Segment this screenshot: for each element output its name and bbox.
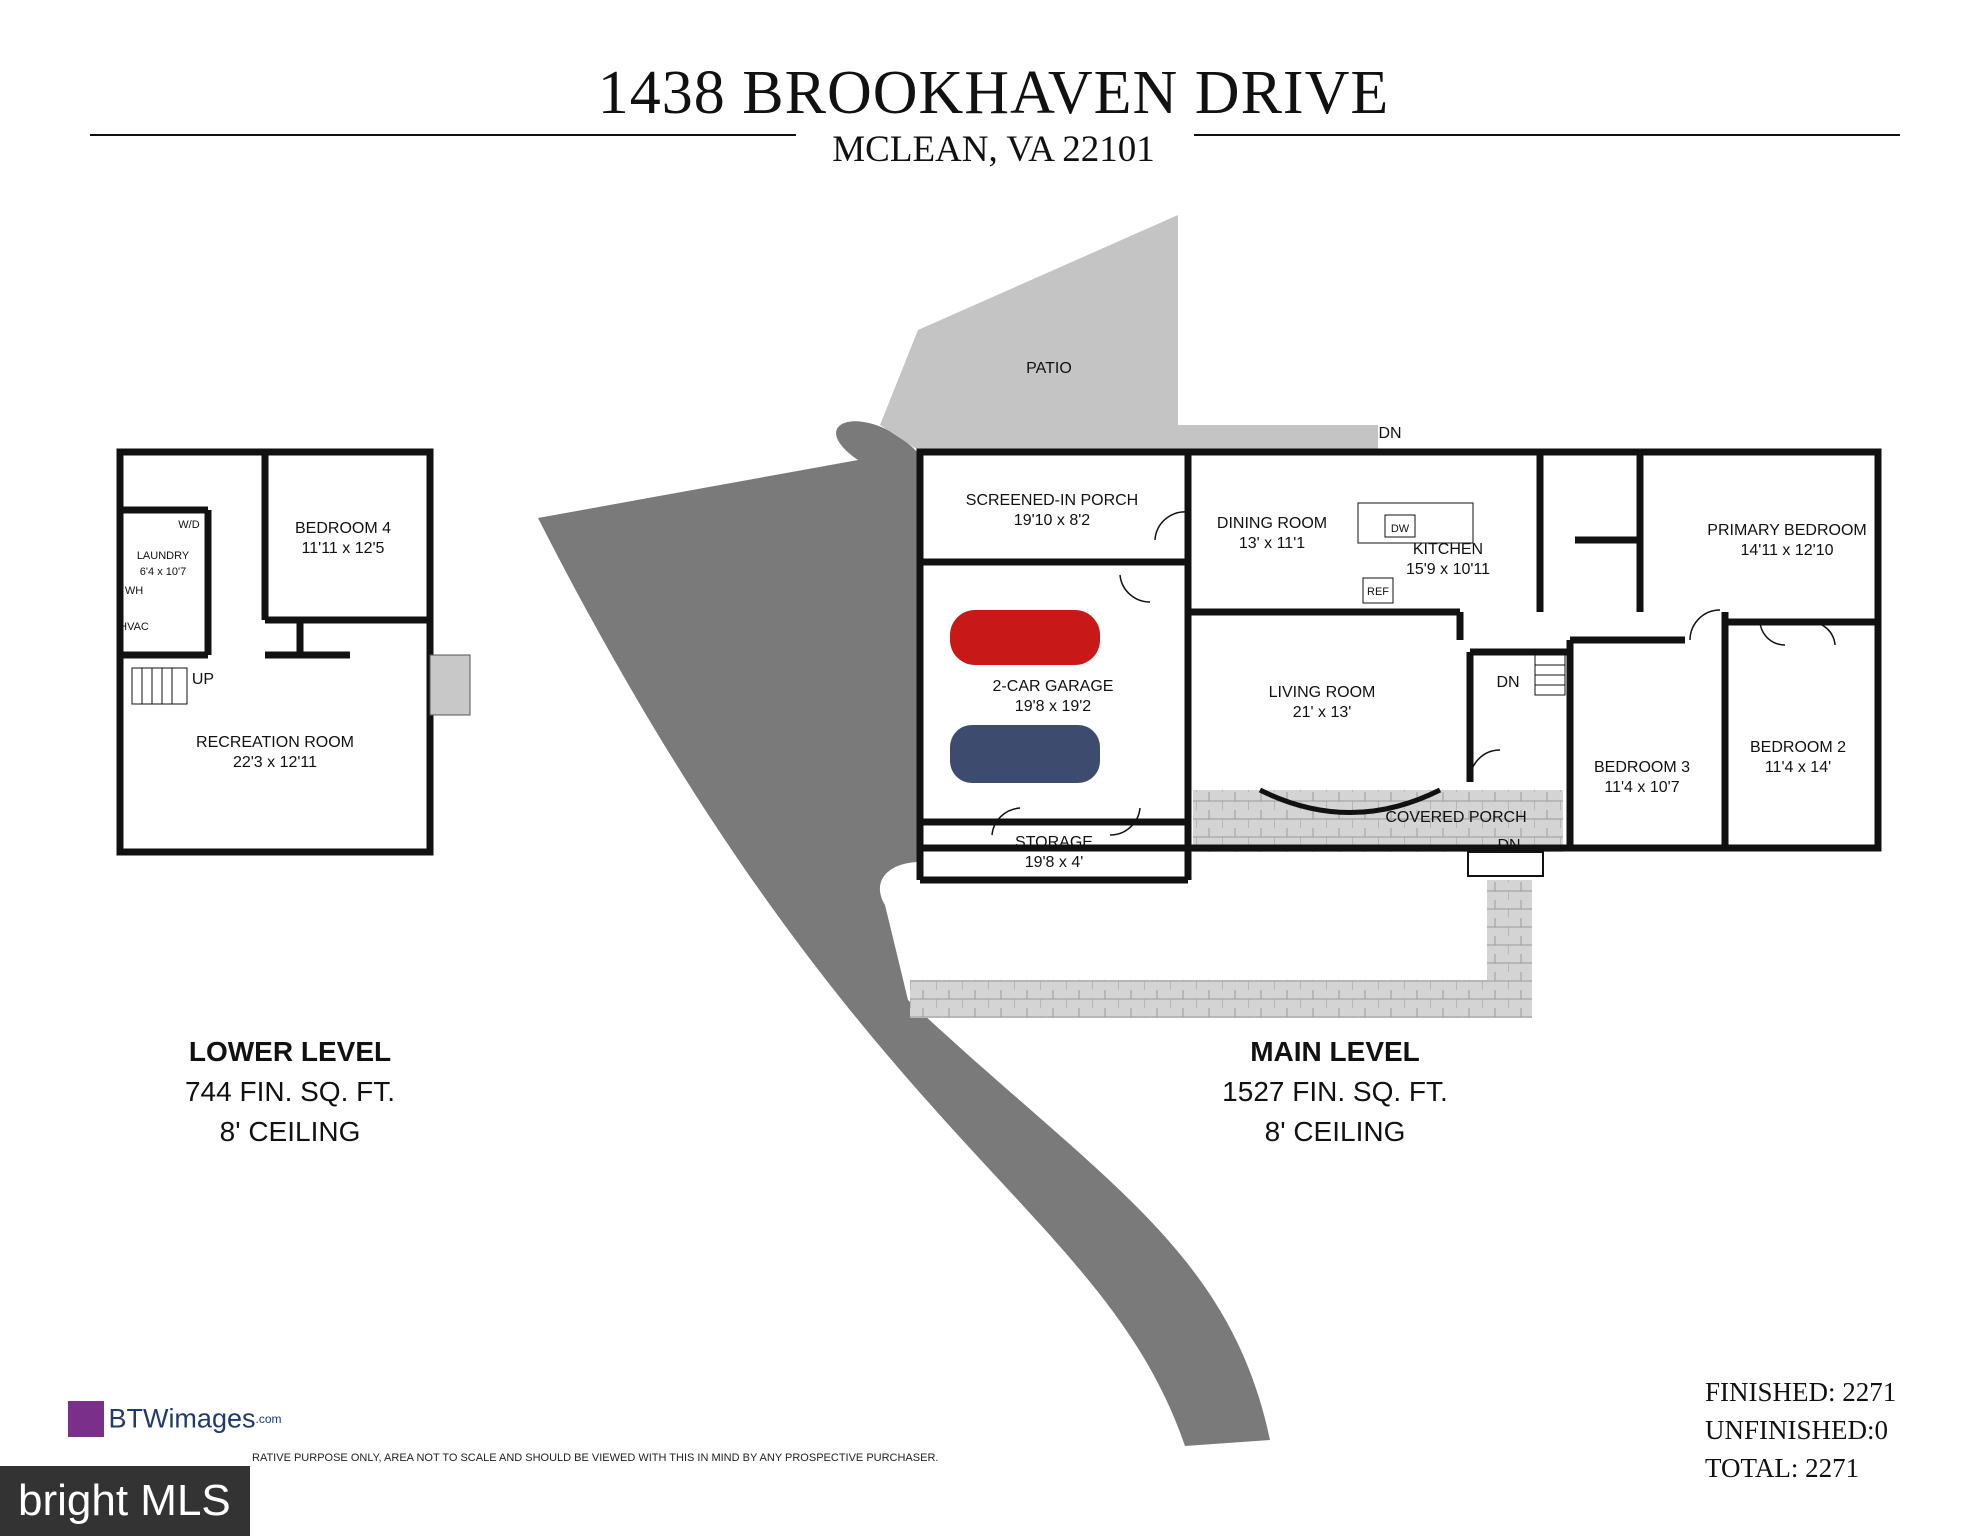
- storage-dim: 19'8 x 4': [1025, 854, 1084, 871]
- lower-level-sqft: 744 FIN. SQ. FT.: [184, 1076, 396, 1107]
- primary-label: PRIMARY BEDROOM: [1707, 522, 1866, 539]
- area-totals: FINISHED: 2271 UNFINISHED:0 TOTAL: 2271: [1705, 1373, 1896, 1487]
- lower-level-name: LOWER LEVEL: [188, 1036, 392, 1067]
- driveway: [538, 421, 1270, 1446]
- living-label: LIVING ROOM: [1269, 684, 1376, 701]
- bed4-label: BEDROOM 4: [295, 520, 391, 537]
- screened-porch-label: SCREENED-IN PORCH: [966, 492, 1138, 509]
- lower-level-walls: [116, 448, 434, 856]
- page-subtitle: MCLEAN, VA 22101: [832, 129, 1155, 170]
- rec-label: RECREATION ROOM: [196, 734, 354, 751]
- bed4-dim: 11'11 x 12'5: [302, 540, 385, 557]
- main-level-sqft: 1527 FIN. SQ. FT.: [1222, 1076, 1448, 1107]
- laundry-label: LAUNDRY: [137, 550, 190, 562]
- kitchen-island: [1357, 502, 1474, 544]
- dishwasher: [1384, 514, 1416, 538]
- dn-label-patio: DN: [1378, 425, 1401, 442]
- disclaimer-text: RATIVE PURPOSE ONLY, AREA NOT TO SCALE A…: [252, 1452, 939, 1464]
- bed2-label: BEDROOM 2: [1750, 739, 1846, 756]
- laundry-dim: 6'4 x 10'7: [140, 566, 186, 578]
- covered-porch-pavers: [1193, 790, 1563, 852]
- main-level-ceiling: 8' CEILING: [1264, 1116, 1406, 1147]
- ref-label: REF: [1367, 586, 1389, 598]
- patio-area: [880, 215, 1378, 450]
- driveway-loop: [880, 862, 1532, 985]
- up-label: UP: [192, 671, 214, 688]
- hvac-label: HVAC: [119, 621, 149, 633]
- lower-exterior-steps: [429, 654, 471, 716]
- wh-label: WH: [125, 585, 143, 597]
- lower-stairs: [131, 667, 188, 705]
- page-title: 1438 BROOKHAVEN DRIVE: [597, 59, 1390, 127]
- main-stairs: [1534, 654, 1566, 696]
- garage-dim: 19'8 x 19'2: [1015, 698, 1091, 715]
- blue-car: [950, 725, 1100, 783]
- main-level-summary: MAIN LEVEL 1527 FIN. SQ. FT. 8' CEILING: [1175, 1036, 1495, 1148]
- primary-dim: 14'11 x 12'10: [1741, 542, 1834, 559]
- main-level-walls: [916, 448, 1882, 884]
- lower-level-ceiling: 8' CEILING: [219, 1116, 361, 1147]
- brand-logo: BTWimages.com: [68, 1401, 328, 1441]
- storage-label: STORAGE: [1015, 834, 1093, 851]
- title-rule: [90, 134, 1900, 136]
- dw-label: DW: [1391, 523, 1410, 535]
- mls-text: bright MLS: [18, 1476, 231, 1525]
- unfinished-total: UNFINISHED:0: [1705, 1415, 1889, 1445]
- lower-level-summary: LOWER LEVEL 744 FIN. SQ. FT. 8' CEILING: [130, 1036, 450, 1148]
- main-level-name: MAIN LEVEL: [1250, 1036, 1420, 1067]
- covered-porch-label: COVERED PORCH: [1385, 809, 1526, 826]
- bed3-label: BEDROOM 3: [1594, 759, 1690, 776]
- kitchen-label: KITCHEN: [1413, 541, 1483, 558]
- kitchen-dim: 15'9 x 10'11: [1406, 561, 1490, 578]
- walkway-horizontal: [910, 980, 1532, 1018]
- bed3-dim: 11'4 x 10'7: [1604, 779, 1679, 796]
- dining-label: DINING ROOM: [1217, 515, 1327, 532]
- brand-mark-icon: [68, 1401, 104, 1437]
- dn-label-stairs: DN: [1496, 674, 1519, 691]
- wd-label: W/D: [178, 519, 199, 531]
- screened-porch-dim: 19'10 x 8'2: [1014, 512, 1090, 529]
- garage-label: 2-CAR GARAGE: [993, 678, 1114, 695]
- brand-name: BTWimages: [108, 1403, 256, 1434]
- dn-label-porch: DN: [1497, 837, 1520, 854]
- finished-total: FINISHED: 2271: [1705, 1377, 1897, 1407]
- refrigerator: [1362, 577, 1394, 604]
- patio-label: PATIO: [1026, 360, 1072, 377]
- bay-window: [1258, 787, 1442, 815]
- brand-suffix: .com: [255, 1412, 282, 1426]
- grand-total: TOTAL: 2271: [1705, 1453, 1860, 1483]
- front-steps: [1467, 851, 1544, 877]
- door-swings: [991, 511, 1836, 836]
- bed2-dim: 11'4 x 14': [1765, 759, 1831, 776]
- rec-dim: 22'3 x 12'11: [233, 754, 317, 771]
- mls-logo: bright MLS: [0, 1466, 250, 1536]
- red-car: [950, 610, 1100, 665]
- living-dim: 21' x 13': [1293, 704, 1352, 721]
- dining-dim: 13' x 11'1: [1239, 535, 1305, 552]
